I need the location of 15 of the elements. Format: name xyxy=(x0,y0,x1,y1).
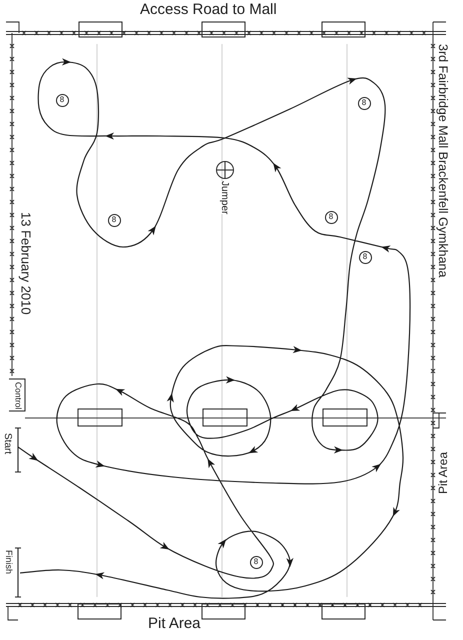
course-marker: 8 xyxy=(324,210,338,224)
course-marker: 8 xyxy=(250,556,262,568)
start-label: Start xyxy=(2,433,13,454)
course-marker: 8 xyxy=(358,250,372,264)
road-label: Access Road to Mall xyxy=(140,2,277,18)
course-marker: 8 xyxy=(358,96,370,110)
control-label: Control xyxy=(13,382,22,410)
jumper-label: Jumper xyxy=(219,181,230,214)
course-title: 3rd Fairbridge Mall Brackenfell Gymkhana xyxy=(435,44,449,278)
area-label: Pit Area xyxy=(437,452,450,494)
course-marker: 8 xyxy=(108,214,120,226)
date-label: 13 February 2010 xyxy=(18,212,32,315)
course-marker: 8 xyxy=(56,94,68,106)
area-label: Pit Area xyxy=(148,616,201,632)
finish-label: Finish xyxy=(3,550,13,574)
